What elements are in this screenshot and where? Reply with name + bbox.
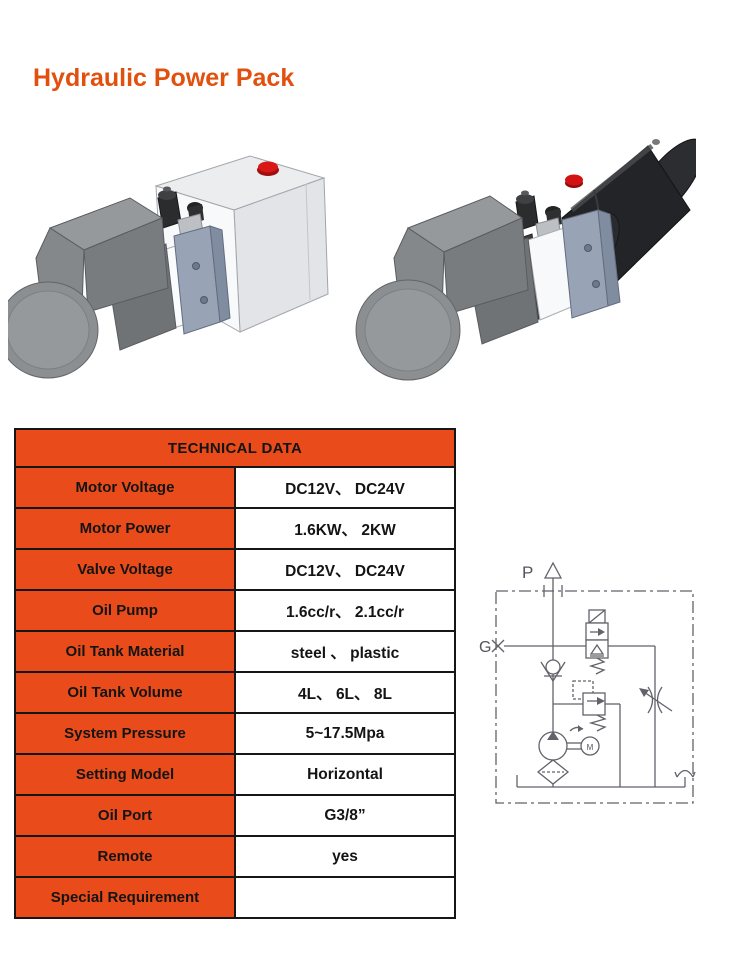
table-row: Remote yes [14,835,456,878]
port-g-label: G [479,639,491,656]
spec-value: G3/8” [234,794,456,837]
electric-motor [355,195,539,381]
table-row: Oil Pump 1.6cc/r、 2.1cc/r [14,589,456,632]
filler-cap-red [257,161,279,176]
spec-label: Oil Tank Material [14,630,236,673]
valve-manifold [561,209,621,319]
port-p-label: P [522,563,533,582]
table-row: Motor Voltage DC12V、 DC24V [14,466,456,509]
spec-label: Oil Port [14,794,236,837]
spec-value: 4L、 6L、 8L [234,671,456,714]
table-row: Valve Voltage DC12V、 DC24V [14,548,456,591]
spec-label: Setting Model [14,753,236,796]
spec-value: steel 、 plastic [234,630,456,673]
table-row: Setting Model Horizontal [14,753,456,796]
spec-value: yes [234,835,456,878]
spec-label: Oil Tank Volume [14,671,236,714]
throttle-valve-symbol [639,686,673,714]
product-image-black-tank-unit [355,138,696,381]
table-row: Motor Power 1.6KW、 2KW [14,507,456,550]
table-header: TECHNICAL DATA [14,428,456,468]
spec-value: 5~17.5Mpa [234,712,456,755]
filler-cap-red [565,174,583,188]
spec-label: Remote [14,835,236,878]
filter-symbol [536,759,570,787]
spec-label: Special Requirement [14,876,236,919]
spec-value: Horizontal [234,753,456,796]
pump-motor-symbol: M [538,725,600,761]
table-row: Special Requirement [14,876,456,919]
valve-manifold [173,225,231,335]
page-title: Hydraulic Power Pack [33,64,295,92]
hydraulic-fittings [157,186,205,245]
breather-symbol [674,769,696,778]
spec-label: System Pressure [14,712,236,755]
table-row: Oil Tank Material steel 、 plastic [14,630,456,673]
spec-value: 1.6cc/r、 2.1cc/r [234,589,456,632]
relief-valve-symbol [553,680,621,787]
spec-label: Motor Voltage [14,466,236,509]
check-valve-symbol [540,659,566,682]
enclosure-boundary [495,590,694,804]
spec-value [234,876,456,919]
electric-motor [8,197,177,379]
plugged-port-symbol [491,639,505,653]
spec-value: DC12V、 DC24V [234,466,456,509]
table-row: Oil Port G3/8” [14,794,456,837]
spec-label: Oil Pump [14,589,236,632]
solenoid-valve-symbol [585,609,609,675]
table-row: System Pressure 5~17.5Mpa [14,712,456,755]
tank-line [516,775,686,788]
product-image-white-tank-unit [8,155,329,379]
technical-data-table: TECHNICAL DATA Motor Voltage DC12V、 DC24… [14,428,456,919]
spec-label: Valve Voltage [14,548,236,591]
spec-value: 1.6KW、 2KW [234,507,456,550]
spec-value: DC12V、 DC24V [234,548,456,591]
table-row: Oil Tank Volume 4L、 6L、 8L [14,671,456,714]
pressure-port-symbol [543,561,563,579]
spec-label: Motor Power [14,507,236,550]
hydraulic-circuit-diagram: P G [479,561,696,804]
motor-label: M [587,743,594,752]
